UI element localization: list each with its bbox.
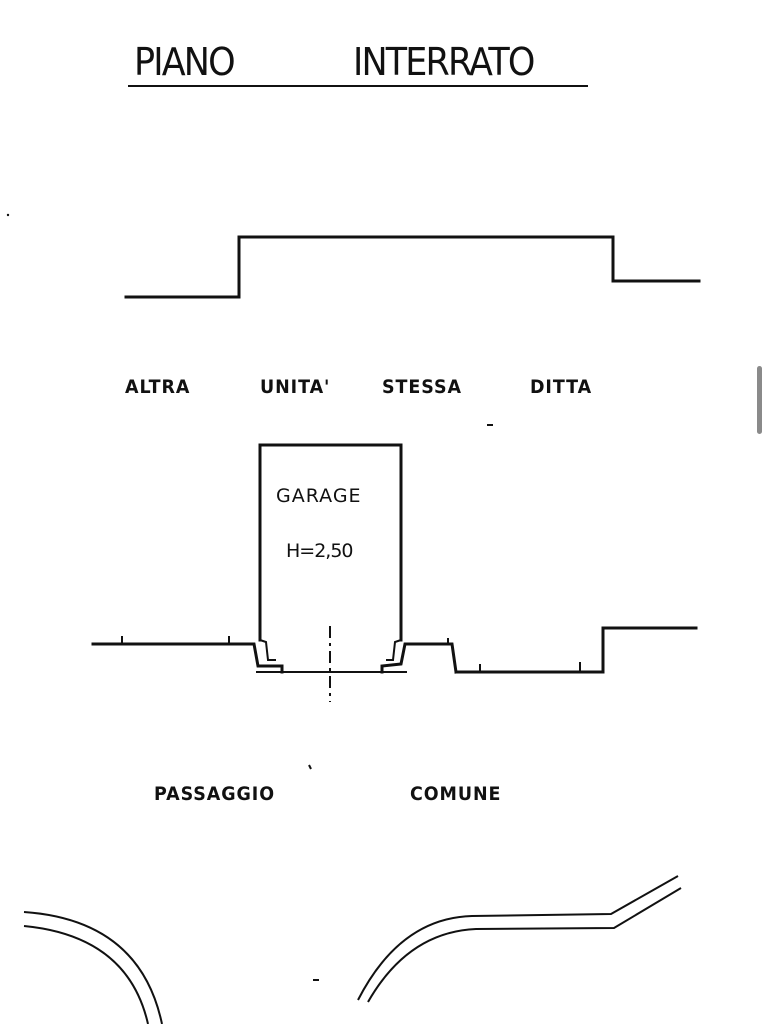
zone-label-ditta: DITTA <box>530 376 593 398</box>
vertical-scrollbar-thumb[interactable] <box>757 366 762 434</box>
title-word-piano: PIANO <box>134 40 236 84</box>
stray-dot <box>6 213 10 217</box>
title-word-interrato: INTERRATO <box>353 40 535 84</box>
garage-height: H=2,50 <box>286 540 354 562</box>
garage-left-jamb <box>91 642 284 674</box>
curved-ramp-right-inner <box>367 887 682 1003</box>
upper-boundary-wall <box>124 235 701 299</box>
lower-boundary-wall <box>454 626 698 674</box>
garage-right-jamb <box>380 642 458 674</box>
garage-left-jamb-inner <box>259 639 276 661</box>
zone-label-stessa: STESSA <box>382 376 462 398</box>
curved-ramp-right-outer <box>357 875 679 1001</box>
stray-mark <box>308 764 312 770</box>
curved-ramp-left-inner <box>23 925 149 1024</box>
passage-label-passaggio: PASSAGGIO <box>154 783 276 805</box>
zone-label-altra: ALTRA <box>125 376 191 398</box>
zone-label-unita: UNITA' <box>260 376 331 398</box>
garage-name: GARAGE <box>276 485 362 507</box>
curved-ramp-left-outer <box>23 911 163 1024</box>
garage-right-jamb-inner <box>386 639 402 661</box>
passage-label-comune: COMUNE <box>410 783 502 805</box>
garage-outline <box>258 443 403 642</box>
